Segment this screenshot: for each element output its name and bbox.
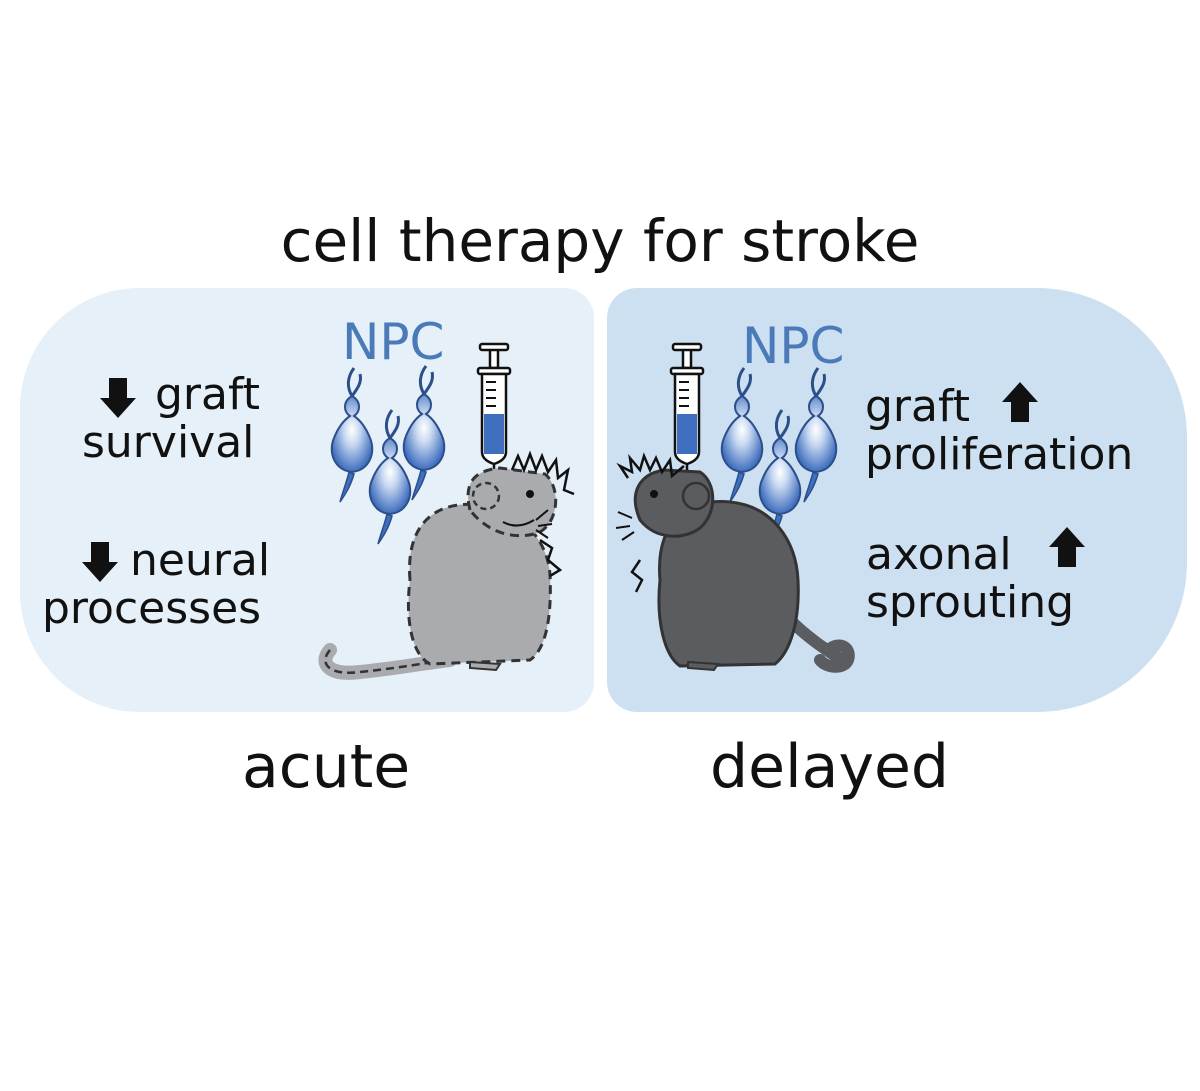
delayed-effect-2-up-arrow-icon xyxy=(1049,527,1085,567)
acute-effect-1-line1: graft xyxy=(155,369,260,420)
delayed-npc-cell-icon xyxy=(720,366,764,504)
acute-effect-1-line2: survival xyxy=(82,417,255,468)
delayed-effect-1-line1: graft xyxy=(865,381,970,432)
acute-npc-cell-icon xyxy=(330,366,374,504)
delayed-effect-2-line2: sprouting xyxy=(866,577,1075,628)
acute-npc-cell-icon xyxy=(402,364,446,502)
delayed-npc-cell-icon xyxy=(794,366,838,504)
delayed-mouse-icon xyxy=(615,452,855,673)
acute-npc-cell-icon xyxy=(368,408,412,546)
acute-npc-label: NPC xyxy=(342,313,445,371)
acute-effect-2-down-arrow-icon xyxy=(82,542,118,582)
acute-effect-1-down-arrow-icon xyxy=(100,378,136,418)
acute-caption: acute xyxy=(242,732,411,802)
figure-title: cell therapy for stroke xyxy=(280,207,920,275)
delayed-caption: delayed xyxy=(710,732,949,802)
acute-mouse-icon xyxy=(318,450,575,680)
delayed-effect-2-line1: axonal xyxy=(866,529,1012,580)
acute-effect-2-line1: neural xyxy=(130,535,271,586)
acute-effect-2-line2: processes xyxy=(42,583,262,634)
delayed-effect-1-line2: proliferation xyxy=(865,429,1134,480)
delayed-effect-1-up-arrow-icon xyxy=(1002,382,1038,422)
delayed-npc-label: NPC xyxy=(742,317,845,375)
